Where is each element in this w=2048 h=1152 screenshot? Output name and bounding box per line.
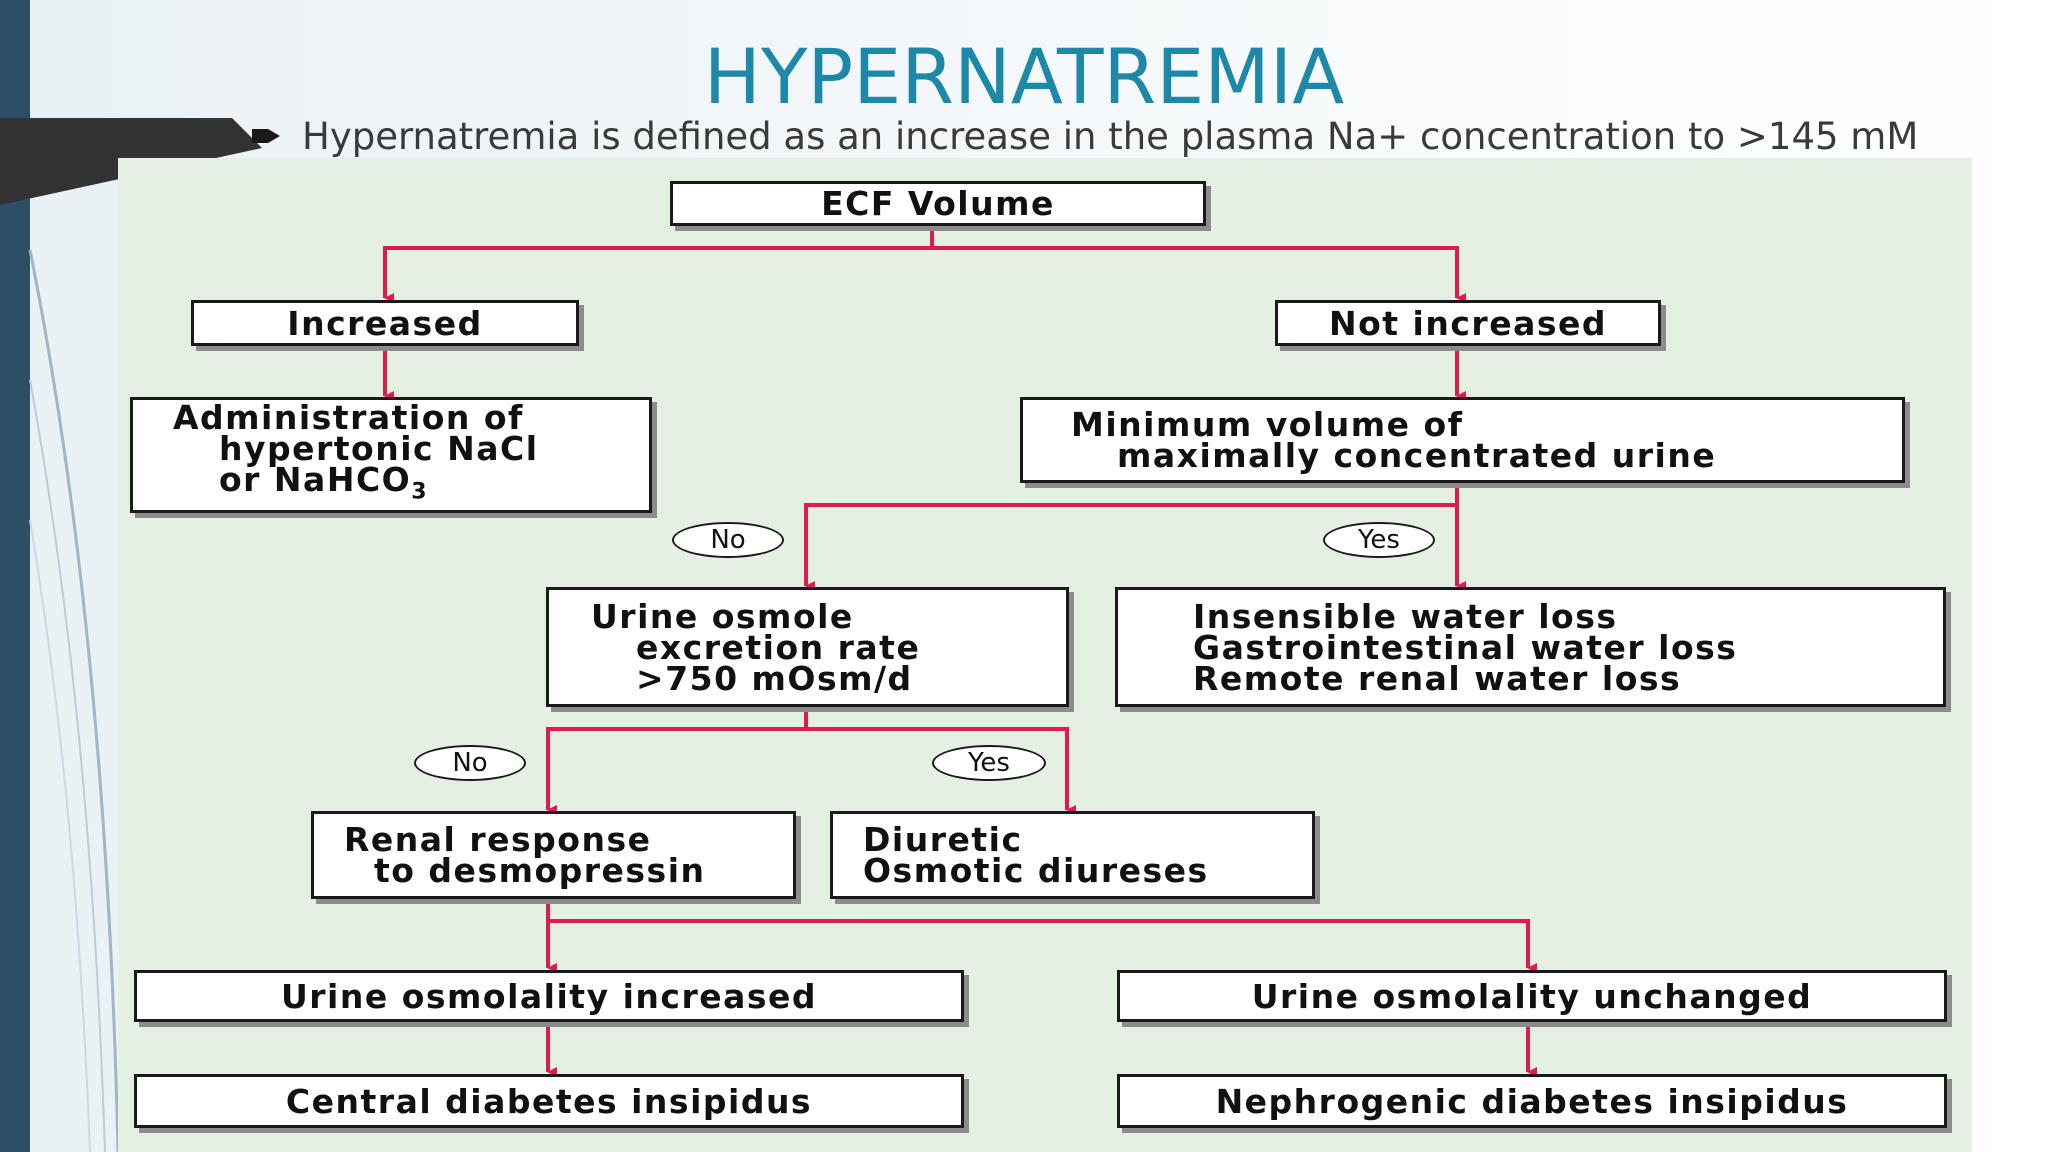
increased-box: Increased — [191, 300, 579, 346]
arrow-bullet-icon — [252, 129, 280, 143]
yes-oval-2: Yes — [932, 745, 1046, 781]
no-oval-1: No — [672, 522, 784, 558]
side-curve — [28, 249, 120, 1152]
not-increased-box: Not increased — [1275, 300, 1661, 346]
administration-line-2: hypertonic NaCl — [219, 429, 539, 469]
nephrogenic-di-label: Nephrogenic diabetes insipidus — [1215, 1081, 1849, 1121]
diuretic-line-1: Diuretic — [863, 820, 1023, 859]
ecf-volume-box: ECF Volume — [670, 181, 1206, 226]
central-di-box: Central diabetes insipidus — [134, 1074, 964, 1128]
urine-osmole-line-3: >750 mOsm/d — [636, 658, 913, 698]
yes-label-2: Yes — [968, 748, 1010, 778]
administration-subscript: 3 — [411, 479, 429, 505]
administration-line-1: Administration of — [173, 398, 524, 438]
increased-label: Increased — [287, 303, 483, 343]
renal-response-box: Renal response to desmopressin — [311, 811, 796, 899]
osmolality-unchanged-label: Urine osmolality unchanged — [1251, 976, 1813, 1016]
urine-osmole-box: Urine osmole excretion rate >750 mOsm/d — [546, 587, 1069, 707]
no-label-2: No — [452, 748, 488, 778]
water-loss-line-1: Insensible water loss — [1193, 596, 1618, 636]
water-loss-line-2: Gastrointestinal water loss — [1193, 627, 1738, 667]
central-di-label: Central diabetes insipidus — [285, 1081, 813, 1121]
no-oval-2: No — [414, 745, 526, 781]
administration-box: Administration of hypertonic NaCl or NaH… — [130, 397, 652, 513]
water-loss-box: Insensible water loss Gastrointestinal w… — [1115, 587, 1946, 707]
bullet-text: Hypernatremia is defined as an increase … — [302, 114, 1919, 158]
water-loss-line-3: Remote renal water loss — [1193, 658, 1682, 698]
slide-title: HYPERNATREMIA — [703, 32, 1345, 121]
diuretic-box: Diuretic Osmotic diureses — [830, 811, 1315, 899]
ecf-volume-label: ECF Volume — [821, 184, 1055, 223]
osmolality-unchanged-box: Urine osmolality unchanged — [1117, 970, 1947, 1022]
no-label-1: No — [710, 525, 746, 555]
urine-osmole-line-2: excretion rate — [636, 627, 921, 667]
renal-response-line-1: Renal response — [344, 820, 652, 859]
nephrogenic-di-box: Nephrogenic diabetes insipidus — [1117, 1074, 1947, 1128]
yes-label-1: Yes — [1358, 525, 1400, 555]
osmolality-increased-label: Urine osmolality increased — [280, 976, 818, 1016]
minimum-volume-line-1: Minimum volume of — [1071, 405, 1464, 444]
not-increased-label: Not increased — [1329, 303, 1607, 343]
diuretic-line-2: Osmotic diureses — [863, 851, 1209, 890]
urine-osmole-line-1: Urine osmole — [591, 596, 854, 636]
yes-oval-1: Yes — [1323, 522, 1435, 558]
administration-line-3: or NaHCO — [219, 460, 412, 500]
minimum-volume-box: Minimum volume of maximally concentrated… — [1020, 397, 1905, 483]
renal-response-line-2: to desmopressin — [374, 851, 706, 890]
osmolality-increased-box: Urine osmolality increased — [134, 970, 964, 1022]
bullet-item: Hypernatremia is defined as an increase … — [252, 112, 2032, 160]
minimum-volume-line-2: maximally concentrated urine — [1117, 436, 1717, 475]
